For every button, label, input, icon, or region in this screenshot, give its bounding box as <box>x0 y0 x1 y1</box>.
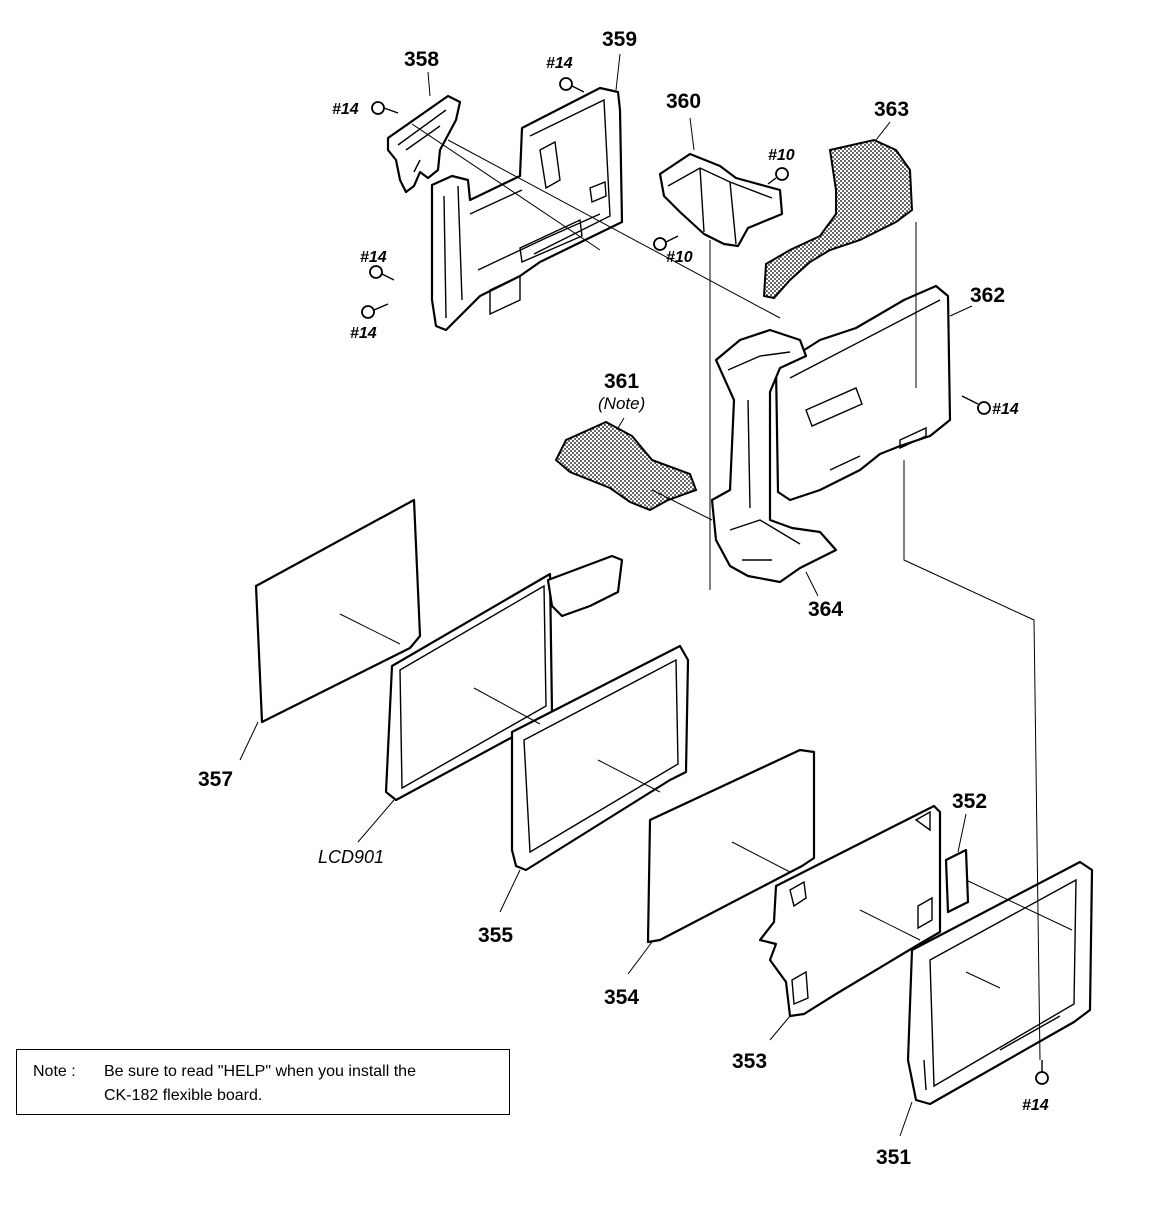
part-352-strip <box>944 848 970 914</box>
part-362-main-board <box>774 284 952 502</box>
label-lcd901: LCD901 <box>318 847 384 867</box>
part-labels: 358 359 360 363 362 361 (Note) 364 357 L… <box>198 28 1005 1169</box>
note-box: Note : Be sure to read "HELP" when you i… <box>16 1049 510 1115</box>
screw-label-14: #14 <box>350 325 377 342</box>
label-363: 363 <box>874 98 909 121</box>
part-361-board <box>554 420 698 512</box>
screw-icon <box>559 77 585 93</box>
label-353: 353 <box>732 1050 767 1073</box>
note-text-line1: Be sure to read "HELP" when you install … <box>104 1063 416 1080</box>
screw-labels: #14 #14 #14 #14 #10 #10 #14 #14 <box>332 55 1049 1114</box>
label-362: 362 <box>970 284 1005 307</box>
label-361: 361 <box>604 370 639 393</box>
part-360-shield <box>658 152 784 248</box>
label-364: 364 <box>808 598 843 621</box>
screw-icon <box>961 395 991 415</box>
part-364-chassis <box>710 328 838 584</box>
part-358-bracket <box>386 94 462 194</box>
part-357-panel <box>254 498 422 724</box>
screw-icon <box>371 101 399 115</box>
label-351: 351 <box>876 1146 911 1169</box>
label-355: 355 <box>478 924 513 947</box>
screw-label-14: #14 <box>1022 1097 1049 1114</box>
label-358: 358 <box>404 48 439 71</box>
screw-label-14: #14 <box>992 401 1019 418</box>
part-359-cabinet <box>430 86 624 332</box>
note-label: Note : <box>33 1063 76 1080</box>
screw-icon <box>1035 1060 1049 1085</box>
screw-icon <box>369 265 395 281</box>
part-355-frame <box>510 644 690 872</box>
screw-label-10: #10 <box>768 147 795 164</box>
label-360: 360 <box>666 90 701 113</box>
screw-icon <box>767 167 789 185</box>
screw-icon <box>653 235 679 251</box>
note-text-line2: CK-182 flexible board. <box>104 1087 263 1104</box>
screw-icon <box>361 303 389 319</box>
screw-label-10: #10 <box>666 249 693 266</box>
label-352: 352 <box>952 790 987 813</box>
leader-lines <box>239 53 1073 1137</box>
label-357: 357 <box>198 768 233 791</box>
label-361-note: (Note) <box>598 394 645 413</box>
label-359: 359 <box>602 28 637 51</box>
label-354: 354 <box>604 986 639 1009</box>
part-353-plate <box>758 804 942 1018</box>
screw-label-14: #14 <box>360 249 387 266</box>
part-351-front-frame <box>906 860 1094 1106</box>
screw-label-14: #14 <box>546 55 573 72</box>
screws <box>361 77 1049 1085</box>
part-363-flex-board <box>762 138 914 300</box>
screw-label-14: #14 <box>332 101 359 118</box>
part-354-sheet <box>646 748 816 944</box>
